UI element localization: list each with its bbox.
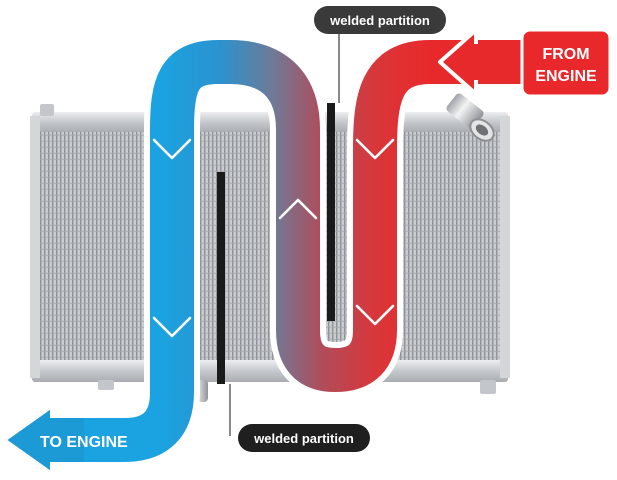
partition-callout-top: welded partition	[314, 6, 446, 34]
partition-callout-bottom: welded partition	[238, 424, 370, 452]
partition-bottom-text: welded partition	[253, 431, 354, 446]
arrow-up-icon	[278, 198, 318, 220]
from-engine-line2: ENGINE	[535, 68, 597, 85]
coolant-flow-path	[2, 28, 607, 476]
flow-band	[50, 40, 607, 462]
inlet-pipe-icon	[446, 93, 495, 142]
mount-tab	[98, 380, 114, 390]
radiator-right-side	[500, 116, 510, 378]
outlet-band-fill	[44, 418, 84, 462]
radiator-left-side	[30, 116, 40, 378]
to-engine-label: TO ENGINE	[40, 434, 128, 451]
from-engine-label: FROM ENGINE	[520, 28, 612, 98]
arrow-down-icon	[152, 138, 192, 160]
mount-tab	[480, 380, 496, 394]
arrow-down-icon	[152, 316, 192, 338]
inlet-band-fill	[470, 44, 514, 80]
arrow-down-icon	[355, 304, 395, 326]
arrow-down-icon	[355, 138, 395, 160]
welded-partition-bottom	[217, 172, 225, 384]
partition-top-text: welded partition	[329, 13, 430, 28]
mount-tab	[40, 104, 54, 116]
from-engine-line1: FROM	[542, 46, 589, 63]
radiator-bottom-tank	[32, 360, 508, 382]
welded-partition-top	[327, 103, 335, 321]
